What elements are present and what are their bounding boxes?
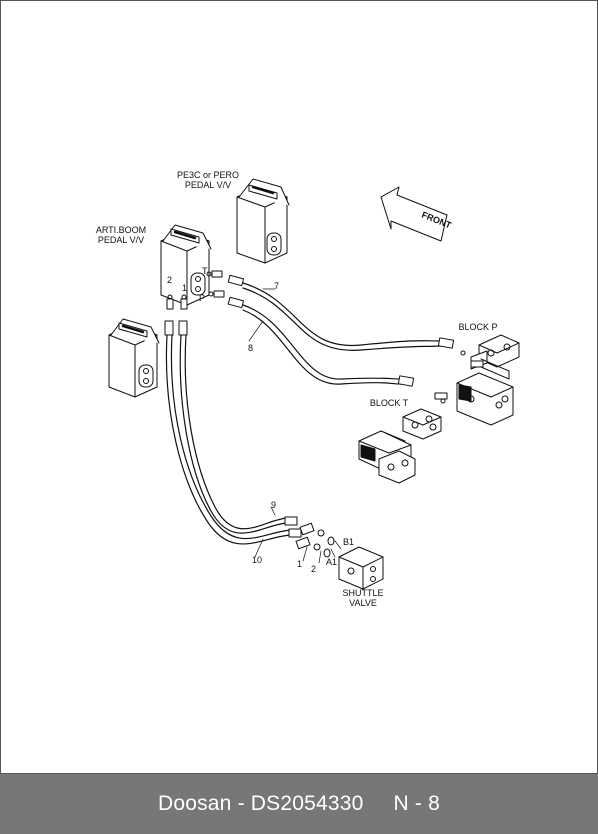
shuttle-valve-label-line1: SHUTTLE (342, 588, 383, 598)
valve-port-fittings (166, 270, 225, 310)
pe3c-pedal-valve (236, 178, 290, 264)
hose-8 (227, 296, 415, 387)
shuttle-port-2-label: 2 (311, 564, 316, 574)
port-b1-label: B1 (343, 537, 354, 547)
pe3c-label-line1: PE3C or PERO (177, 170, 239, 180)
port-2-label: 2 (167, 275, 172, 285)
hose-10 (164, 320, 302, 545)
footer-page-number: N - 8 (393, 792, 441, 815)
leader-lines (248, 288, 342, 564)
shuttle-valve-label-line2: VALVE (349, 598, 377, 608)
pe3c-label-line2: PEDAL V/V (185, 180, 231, 190)
shuttle-port-1-label: 1 (297, 559, 302, 569)
block-t (358, 392, 448, 484)
part-9-label: 9 (271, 500, 276, 510)
arti-boom-label-line1: ARTI.BOOM (96, 225, 146, 235)
footer-bar: Doosan - DS2054330 N - 8 (0, 774, 598, 834)
port-p-label: P (199, 293, 205, 303)
arti-boom-label-line2: PEDAL V/V (98, 235, 144, 245)
left-pedal-valve (108, 318, 160, 398)
block-p-label: BLOCK P (458, 322, 497, 332)
front-arrow (380, 186, 448, 242)
hydraulic-hose-diagram: PE3C or PERO PEDAL V/V ARTI.BOOM PEDAL V… (96, 170, 520, 608)
port-1-label: 1 (182, 283, 187, 293)
shuttle-valve-block (338, 546, 384, 590)
part-8-label: 8 (248, 343, 253, 353)
hose-9 (178, 320, 298, 534)
hose-7 (227, 274, 455, 351)
part-7-label: 7 (274, 281, 279, 291)
block-p (456, 334, 520, 426)
port-a1-label: A1 (326, 557, 337, 567)
diagram-sheet: PE3C or PERO PEDAL V/V ARTI.BOOM PEDAL V… (0, 0, 598, 774)
part-10-label: 10 (252, 555, 262, 565)
block-t-label: BLOCK T (370, 398, 409, 408)
shuttle-fittings (295, 522, 335, 558)
footer-document-id: Doosan - DS2054330 (157, 792, 364, 815)
port-t-label: T (202, 266, 208, 276)
arti-boom-pedal-valve (160, 224, 212, 306)
